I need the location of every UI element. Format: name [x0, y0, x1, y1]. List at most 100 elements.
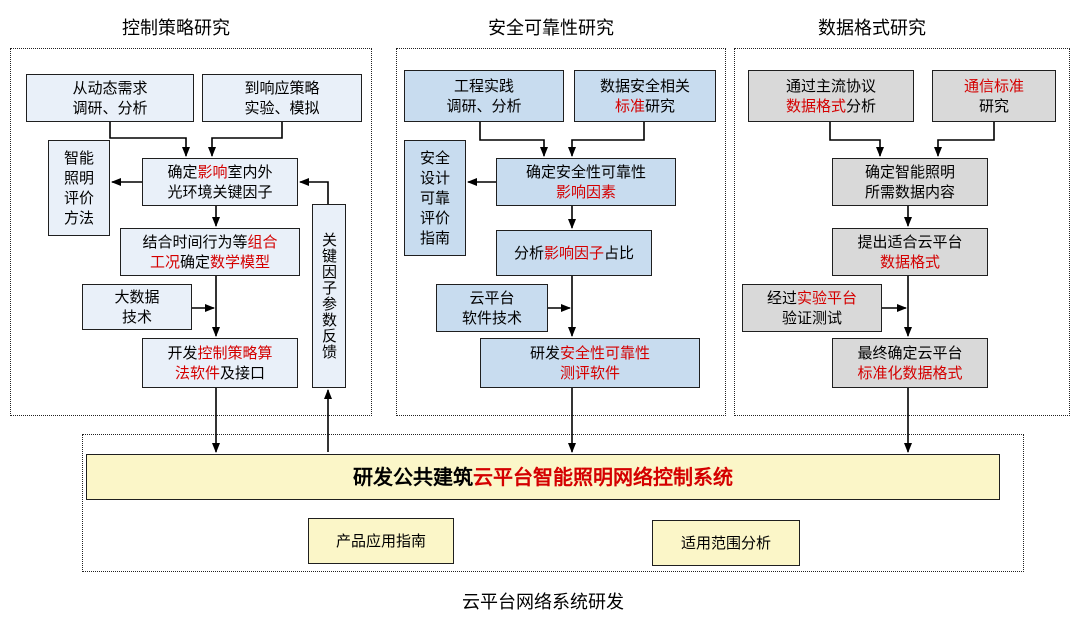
section-title-data: 数据格式研究	[818, 18, 926, 39]
guide-line3: 可靠	[419, 189, 450, 207]
main-red: 云平台智能照明网络控制系统	[473, 465, 733, 489]
dev-l1-red: 控制策略算	[197, 344, 273, 362]
control-section-frame	[10, 48, 372, 416]
key-factor-box: 确定影响室内外光环境关键因子	[142, 158, 298, 206]
standard-post: 研究	[644, 97, 675, 115]
product-guide-box: 产品应用指南	[308, 518, 454, 564]
experiment-verify-box: 经过实验平台验证测试	[742, 284, 882, 332]
comm-standard-box: 通信标准研究	[932, 70, 1056, 122]
develop-red2: 测评软件	[559, 364, 620, 382]
guide-line4: 评价	[419, 209, 450, 227]
determine-line1: 确定安全性可靠性	[525, 163, 646, 181]
evaluation-method-box: 智能照明评价方法	[48, 140, 110, 236]
data-section-frame	[734, 48, 1070, 416]
guide-line5: 指南	[419, 229, 450, 247]
propose-format-box: 提出适合云平台数据格式	[832, 228, 988, 276]
evaluation-software-box: 研发安全性可靠性测评软件	[480, 338, 700, 388]
eval-line1: 智能	[63, 149, 94, 167]
feedback-text: 关键因子参数反馈	[320, 232, 338, 360]
protocol-analysis-box: 通过主流协议数据格式分析	[748, 70, 914, 122]
dev-l1-pre: 开发	[167, 344, 198, 362]
scope-analysis-box: 适用范围分析	[652, 520, 800, 566]
factor-red: 影响	[197, 163, 228, 181]
final-format-box: 最终确定云平台标准化数据格式	[832, 338, 988, 388]
influence-factors-box: 确定安全性可靠性影响因素	[496, 158, 676, 206]
bigdata-line2: 技术	[121, 308, 152, 326]
dev-l2-post: 及接口	[220, 364, 266, 382]
arrow-demand-to-factor	[109, 122, 190, 157]
model-l2-mid: 确定	[179, 253, 210, 271]
analyze-red: 影响因子	[543, 244, 604, 262]
main-pre: 研发公共建筑	[353, 465, 473, 489]
arrow-protocol-to-content	[829, 122, 884, 157]
standard-line1: 数据安全相关	[599, 77, 690, 95]
data-content-box: 确定智能照明所需数据内容	[832, 158, 988, 206]
feedback-box: 关键因子参数反馈	[312, 204, 346, 388]
factor-ratio-box: 分析影响因子占比	[496, 230, 652, 276]
safety-guide-box: 安全设计可靠评价指南	[404, 140, 466, 256]
content-line2: 所需数据内容	[864, 183, 955, 201]
model-l1-pre: 结合时间行为等	[142, 233, 248, 251]
final-red: 标准化数据格式	[857, 364, 963, 382]
section-title-safety: 安全可靠性研究	[488, 18, 614, 39]
strategy-line1: 到响应策略	[244, 79, 320, 97]
math-model-box: 结合时间行为等组合工况确定数学模型	[120, 228, 300, 276]
cloud-software-box: 云平台软件技术	[436, 284, 548, 332]
eval-line2: 照明	[63, 169, 94, 187]
demand-analysis-box: 从动态需求调研、分析	[26, 74, 194, 122]
strategy-line2: 实验、模拟	[244, 99, 320, 117]
practice-line2: 调研、分析	[446, 97, 522, 115]
verify-red: 实验平台	[797, 289, 858, 307]
section-title-control: 控制策略研究	[122, 18, 230, 39]
engineering-practice-box: 工程实践调研、分析	[404, 70, 564, 122]
final-line1: 最终确定云平台	[857, 344, 963, 362]
protocol-post: 分析	[846, 97, 877, 115]
arrow-standard-to-determine	[568, 122, 645, 157]
factor-post: 室内外	[227, 163, 273, 181]
arrow-strategy-to-factor	[208, 122, 283, 157]
develop-red: 安全性可靠性	[560, 344, 651, 362]
arrow-feedback-to-factor	[299, 178, 329, 204]
arrow-comm-to-content	[934, 122, 995, 157]
develop-pre: 研发	[529, 344, 560, 362]
determine-red: 影响因素	[555, 183, 616, 201]
data-security-standard-box: 数据安全相关标准研究	[574, 70, 716, 122]
verify-pre: 经过	[766, 289, 797, 307]
model-l1-red: 组合	[247, 233, 278, 251]
factor-pre: 确定	[167, 163, 198, 181]
content-line1: 确定智能照明	[864, 163, 955, 181]
big-data-box: 大数据技术	[82, 284, 192, 330]
factor-line2: 光环境关键因子	[167, 183, 273, 201]
scope-analysis-text: 适用范围分析	[680, 534, 771, 552]
format-line1: 提出适合云平台	[857, 233, 963, 251]
system-caption: 云平台网络系统研发	[462, 592, 624, 613]
protocol-red: 数据格式	[785, 97, 846, 115]
algorithm-software-box: 开发控制策略算法软件及接口	[142, 338, 298, 388]
bigdata-line1: 大数据	[114, 288, 160, 306]
verify-line2: 验证测试	[781, 309, 842, 327]
model-l2-red: 工况	[149, 253, 180, 271]
arrow-practice-to-determine	[479, 122, 548, 157]
format-red: 数据格式	[879, 253, 940, 271]
guide-line1: 安全	[419, 149, 450, 167]
eval-line3: 评价	[63, 189, 94, 207]
standard-red: 标准	[614, 97, 645, 115]
comm-line2: 研究	[978, 97, 1009, 115]
guide-line2: 设计	[419, 169, 450, 187]
product-guide-text: 产品应用指南	[335, 532, 426, 550]
model-l2-red2: 数学模型	[210, 253, 271, 271]
cloud-line1: 云平台	[469, 289, 515, 307]
strategy-experiment-box: 到响应策略实验、模拟	[202, 74, 362, 122]
eval-line4: 方法	[63, 209, 94, 227]
analyze-post: 占比	[604, 244, 635, 262]
main-system-box: 研发公共建筑云平台智能照明网络控制系统	[86, 454, 1000, 500]
demand-line2: 调研、分析	[72, 99, 148, 117]
cloud-line2: 软件技术	[461, 309, 522, 327]
system-section-frame	[82, 434, 1024, 572]
practice-line1: 工程实践	[453, 77, 514, 95]
dev-l2-red: 法软件	[174, 364, 220, 382]
safety-section-frame	[396, 48, 726, 416]
demand-line1: 从动态需求	[72, 79, 148, 97]
protocol-line1: 通过主流协议	[785, 77, 876, 95]
